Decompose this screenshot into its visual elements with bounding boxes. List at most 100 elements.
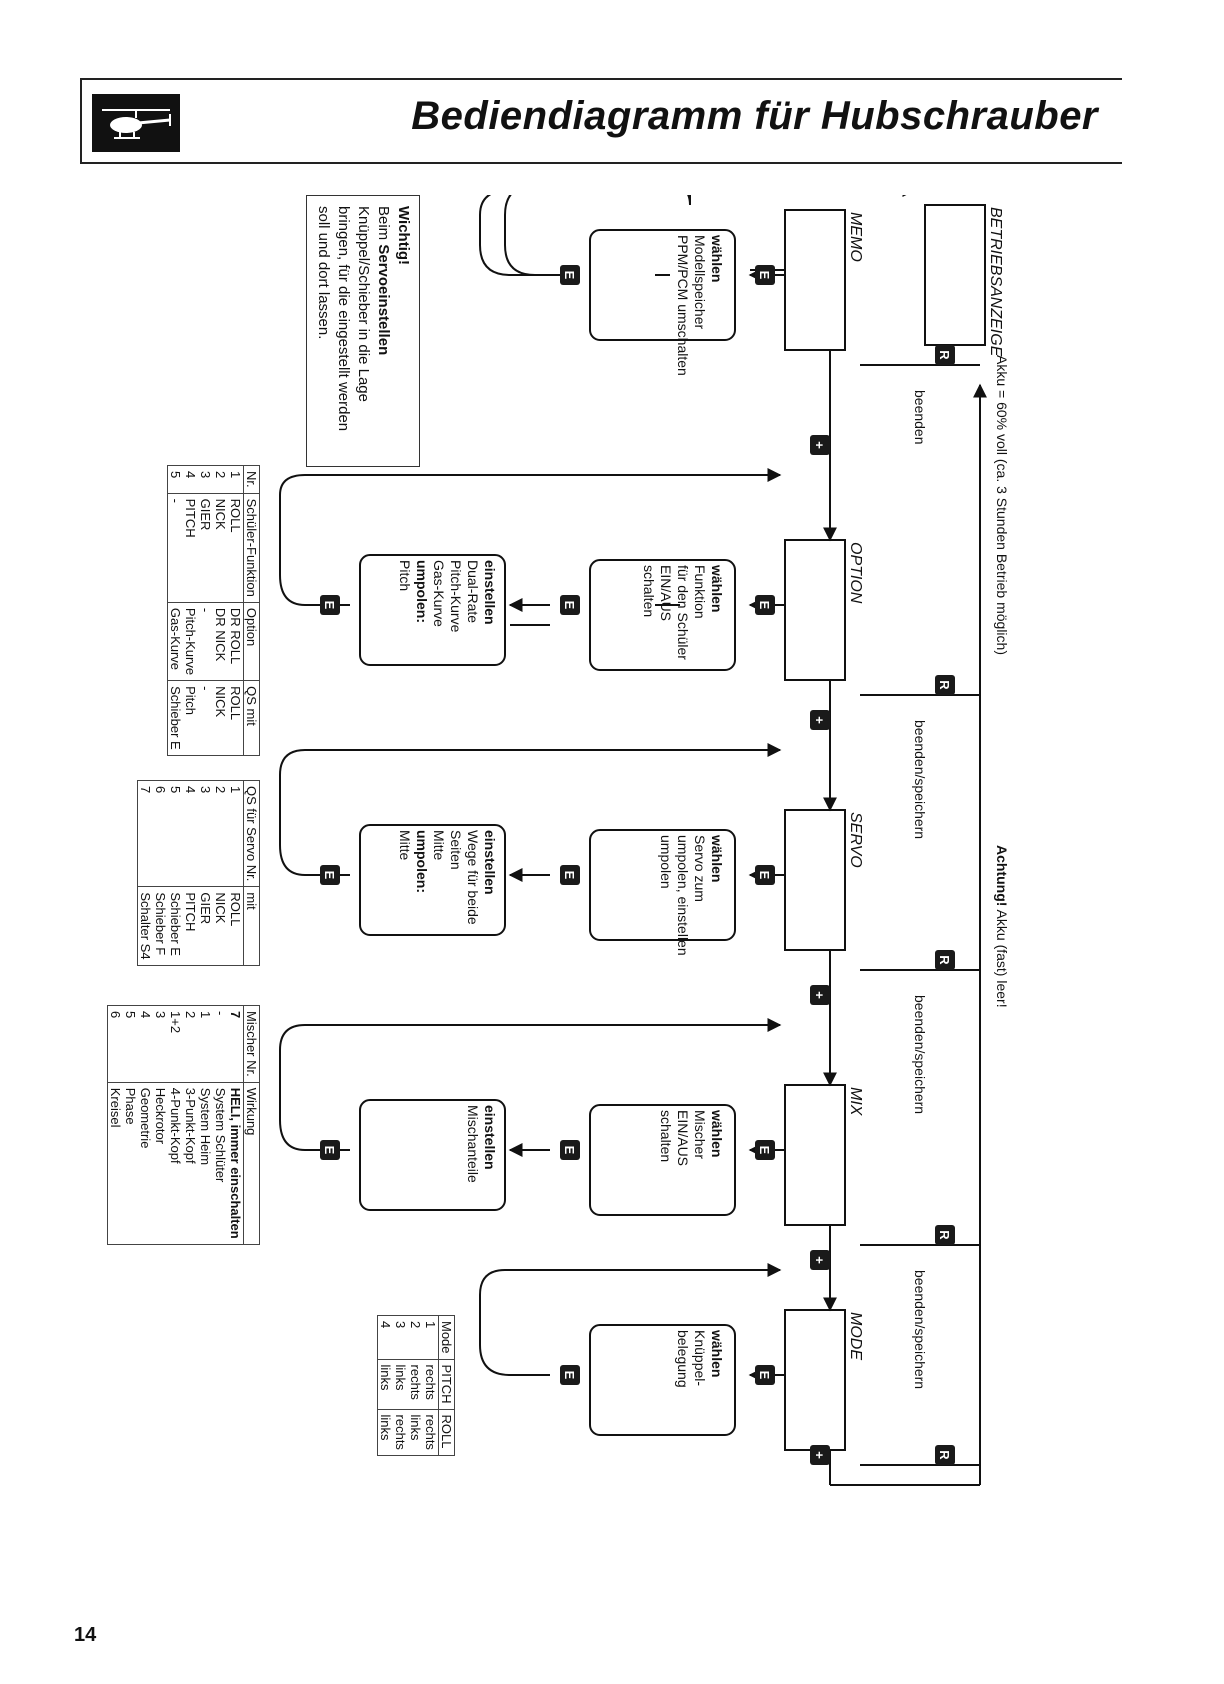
- mix-table-header-0: Mischer Nr.: [243, 1005, 260, 1083]
- r-key-icon: R: [935, 675, 955, 695]
- option-table-cell: 5: [167, 465, 183, 494]
- svg-text:+: +: [812, 441, 827, 449]
- r-key-icon: R: [935, 345, 955, 365]
- option-table-header-1: Schüler-Funktion: [243, 493, 260, 603]
- svg-text:E: E: [757, 601, 772, 610]
- mode-table-cell: links: [393, 1359, 408, 1410]
- svg-text:R: R: [937, 680, 952, 690]
- option-table-cell: 3: [198, 465, 213, 494]
- mode-select-box: [589, 1324, 736, 1436]
- memo-select-box: [589, 229, 736, 341]
- svg-text:E: E: [562, 1146, 577, 1155]
- achtung-label: Achtung! Akku (fast) leer!: [993, 845, 1010, 1008]
- mode-table-cell: links: [408, 1409, 423, 1456]
- r-key-icon: R: [935, 950, 955, 970]
- betriebsanzeige-screen: [924, 204, 986, 346]
- option-select-line1: Funktion: [692, 565, 708, 619]
- page-header: Bediendiagramm für Hubschrauber: [80, 78, 1122, 164]
- svg-text:R: R: [937, 1450, 952, 1460]
- e-key-icon: E: [560, 1140, 580, 1160]
- mix-table-cell: 5: [123, 1005, 138, 1083]
- mix-table-cell: System Schlüter: [213, 1082, 228, 1245]
- servo-adjust-line3: Mitte: [431, 830, 447, 861]
- mode-table-cell: rechts: [423, 1409, 439, 1456]
- option-table-cell: NICK: [213, 493, 228, 603]
- page-number: 14: [74, 1624, 97, 1646]
- option-table-cell: GIER: [198, 493, 213, 603]
- option-table-header-2: Option: [243, 602, 260, 681]
- table-row: -System Schlüter: [213, 1005, 228, 1245]
- option-select-r2: schalten: [641, 565, 657, 618]
- mix-table-cell: 4-Punkt-Kopf: [168, 1082, 183, 1245]
- menu-mode: MODE: [847, 1312, 864, 1360]
- option-adjust-line2: Pitch-Kurve: [448, 560, 464, 633]
- servo-table-cell: 3: [198, 780, 213, 887]
- option-select-r1: EIN/AUS: [658, 565, 674, 622]
- plus-key-icon: +: [810, 710, 830, 730]
- servo-table-cell: GIER: [198, 886, 213, 966]
- mix-adjust-box: [359, 1099, 506, 1211]
- option-table-cell: Pitch-Kurve: [183, 602, 198, 681]
- option-table-cell: 2: [213, 465, 228, 494]
- option-table-cell: -: [198, 602, 213, 681]
- mode-table-cell: 4: [377, 1315, 393, 1360]
- option-table-cell: PITCH: [183, 493, 198, 603]
- menu-betriebsanzeige: BETRIEBSANZEIGE: [987, 207, 1004, 357]
- mode-table-header-1: PITCH: [438, 1359, 455, 1410]
- note-prefix: Beim: [375, 206, 392, 245]
- plus-key-icon: +: [810, 1445, 830, 1465]
- e-key-icon: E: [755, 265, 775, 285]
- mix-table-header-1: Wirkung: [243, 1082, 260, 1245]
- svg-text:R: R: [937, 350, 952, 360]
- option-adjust-r: umpolen:: [414, 560, 430, 623]
- plus-key-icon: +: [810, 435, 830, 455]
- option-table-header-0: Nr.: [243, 465, 260, 494]
- mode-table-header-2: ROLL: [438, 1409, 455, 1456]
- mode-table-cell: 3: [393, 1315, 408, 1360]
- option-table-cell: 4: [183, 465, 198, 494]
- option-table-cell: -: [198, 680, 213, 756]
- mix-table-cell: 1+2: [168, 1005, 183, 1083]
- svg-text:E: E: [757, 1371, 772, 1380]
- helicopter-icon: [102, 109, 171, 139]
- mix-adjust-text: einstellen Mischanteile: [464, 1105, 498, 1183]
- option-table-cell: Schieber E: [167, 680, 183, 756]
- page-title: Bediendiagramm für Hubschrauber: [411, 94, 1098, 138]
- mode-table-cell: links: [377, 1359, 393, 1410]
- menu-option: OPTION: [847, 542, 864, 604]
- servo-adjust-r: umpolen:: [414, 830, 430, 893]
- option-adjust-line1: Dual-Rate: [465, 560, 481, 624]
- svg-text:E: E: [562, 271, 577, 280]
- mix-select-text: wählen Mischer EIN/AUS schalten: [657, 1110, 725, 1166]
- mix-screen: [784, 1084, 846, 1226]
- mix-table-cell: 1: [198, 1005, 213, 1083]
- helicopter-logo: [92, 94, 180, 152]
- option-table-cell: DR NICK: [213, 602, 228, 681]
- mode-select-text: wählen Knüppel- belegung: [674, 1330, 725, 1388]
- akku-label: Akku = 60% voll (ca. 3 Stunden Betrieb m…: [994, 355, 1010, 655]
- svg-text:+: +: [812, 1256, 827, 1264]
- servo-select-r: umpolen: [658, 835, 674, 889]
- servo-table-header-0: QS für Servo Nr.: [243, 780, 260, 887]
- mode-table-cell: rechts: [393, 1409, 408, 1456]
- svg-text:R: R: [937, 955, 952, 965]
- mix-table-cell: System Heim: [198, 1082, 213, 1245]
- svg-text:E: E: [322, 1146, 337, 1155]
- servo-screen: [784, 809, 846, 951]
